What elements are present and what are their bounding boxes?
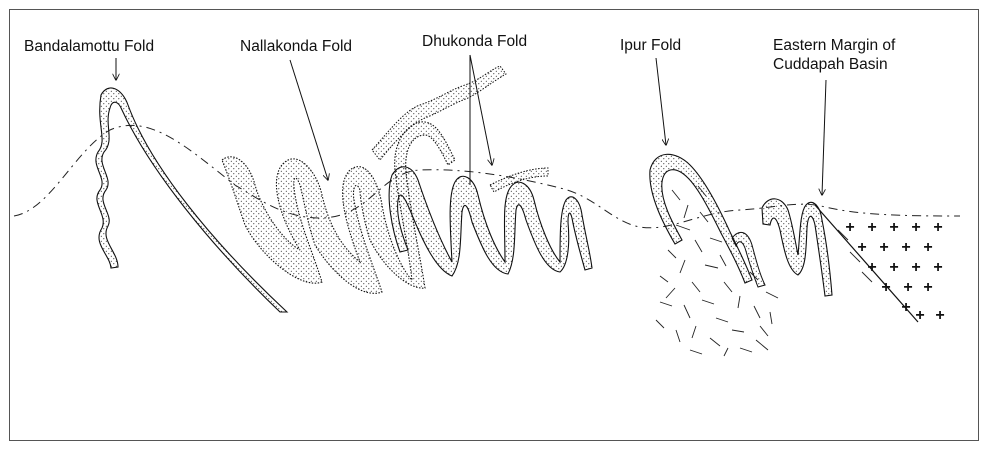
granite-cross: + [915, 307, 924, 324]
granite-cross: + [933, 259, 942, 276]
pointer-eastern-margin [822, 80, 826, 195]
pointer-ipur [656, 58, 666, 145]
ipur-fold-layer [650, 154, 752, 283]
granite-cross: + [911, 219, 920, 236]
granite-cross: + [867, 219, 876, 236]
granite-cross: + [933, 219, 942, 236]
granite-cross: + [881, 279, 890, 296]
granite-cross: + [857, 239, 866, 256]
granite-cross: + [923, 239, 932, 256]
eastern-margin-folds [762, 199, 832, 296]
granite-cross: + [845, 219, 854, 236]
granite-cross: + [889, 259, 898, 276]
granite-cross: + [901, 239, 910, 256]
granite-basement-crosses: +++++++++++++++++++ [845, 219, 944, 324]
granite-cross: + [889, 219, 898, 236]
granite-cross: + [879, 239, 888, 256]
granite-cross: + [903, 279, 912, 296]
pointer-dhukonda-1 [470, 55, 492, 165]
granite-cross: + [923, 279, 932, 296]
granite-cross: + [867, 259, 876, 276]
granite-cross: + [911, 259, 920, 276]
granite-cross: + [935, 307, 944, 324]
granite-cross: + [901, 299, 910, 316]
